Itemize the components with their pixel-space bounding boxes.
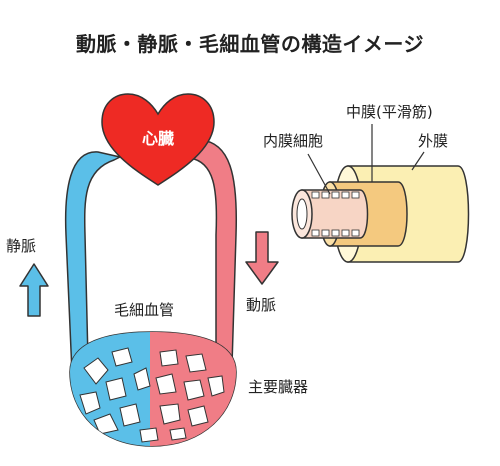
- vein-label: 静脈: [6, 237, 37, 255]
- organ-cell: [187, 405, 209, 427]
- organ-cell: [185, 353, 207, 373]
- lumen: [296, 198, 308, 230]
- endothelial-cell: [321, 191, 330, 199]
- organ-cell: [159, 403, 181, 425]
- organ-cell: [155, 373, 177, 395]
- artery-flow-arrow-icon: [245, 231, 279, 285]
- media-label: 中膜(平滑筋): [346, 103, 433, 121]
- adventitia-label: 外膜: [418, 132, 449, 150]
- capillary-bed: [69, 331, 237, 447]
- organ-cell: [105, 377, 127, 401]
- endothelial-cell: [311, 229, 320, 237]
- page-title: 動脈・静脈・毛細血管の構造イメージ: [75, 32, 425, 56]
- endothelial-cell: [331, 229, 340, 237]
- organ-cell: [79, 391, 101, 415]
- organ-cell: [111, 347, 133, 367]
- artery-vessel: [175, 139, 238, 366]
- organ-cell: [139, 427, 159, 443]
- endothelial-cell: [311, 191, 320, 199]
- endothelial-label: 内膜細胞: [263, 132, 324, 150]
- organ-cell: [83, 357, 109, 385]
- capillary-label: 毛細血管: [114, 301, 175, 319]
- organ-cell: [133, 367, 151, 391]
- leader-line-endothelial: [307, 153, 331, 195]
- endothelial-cell: [341, 191, 350, 199]
- organ-cell: [159, 349, 179, 367]
- vein-flow-arrow-icon: [19, 263, 49, 317]
- endothelial-cell: [351, 229, 360, 237]
- organ-cell: [183, 379, 205, 401]
- endothelial-cell: [341, 229, 350, 237]
- endothelial-cell: [321, 229, 330, 237]
- endothelial-layer: [301, 189, 369, 239]
- organ-cell: [93, 413, 119, 435]
- organ-cell: [207, 375, 225, 397]
- organ-cell: [119, 403, 141, 427]
- artery-label: 動脈: [246, 296, 277, 314]
- heart-label: 心臓: [141, 129, 174, 148]
- organ-cell: [169, 427, 187, 441]
- organ-label: 主要臓器: [248, 378, 309, 396]
- heart-shape: [101, 93, 215, 186]
- vessel-cross-section: [291, 165, 470, 263]
- endothelial-cell: [351, 191, 360, 199]
- endothelial-cell: [331, 191, 340, 199]
- leader-line-adventitia: [411, 151, 425, 171]
